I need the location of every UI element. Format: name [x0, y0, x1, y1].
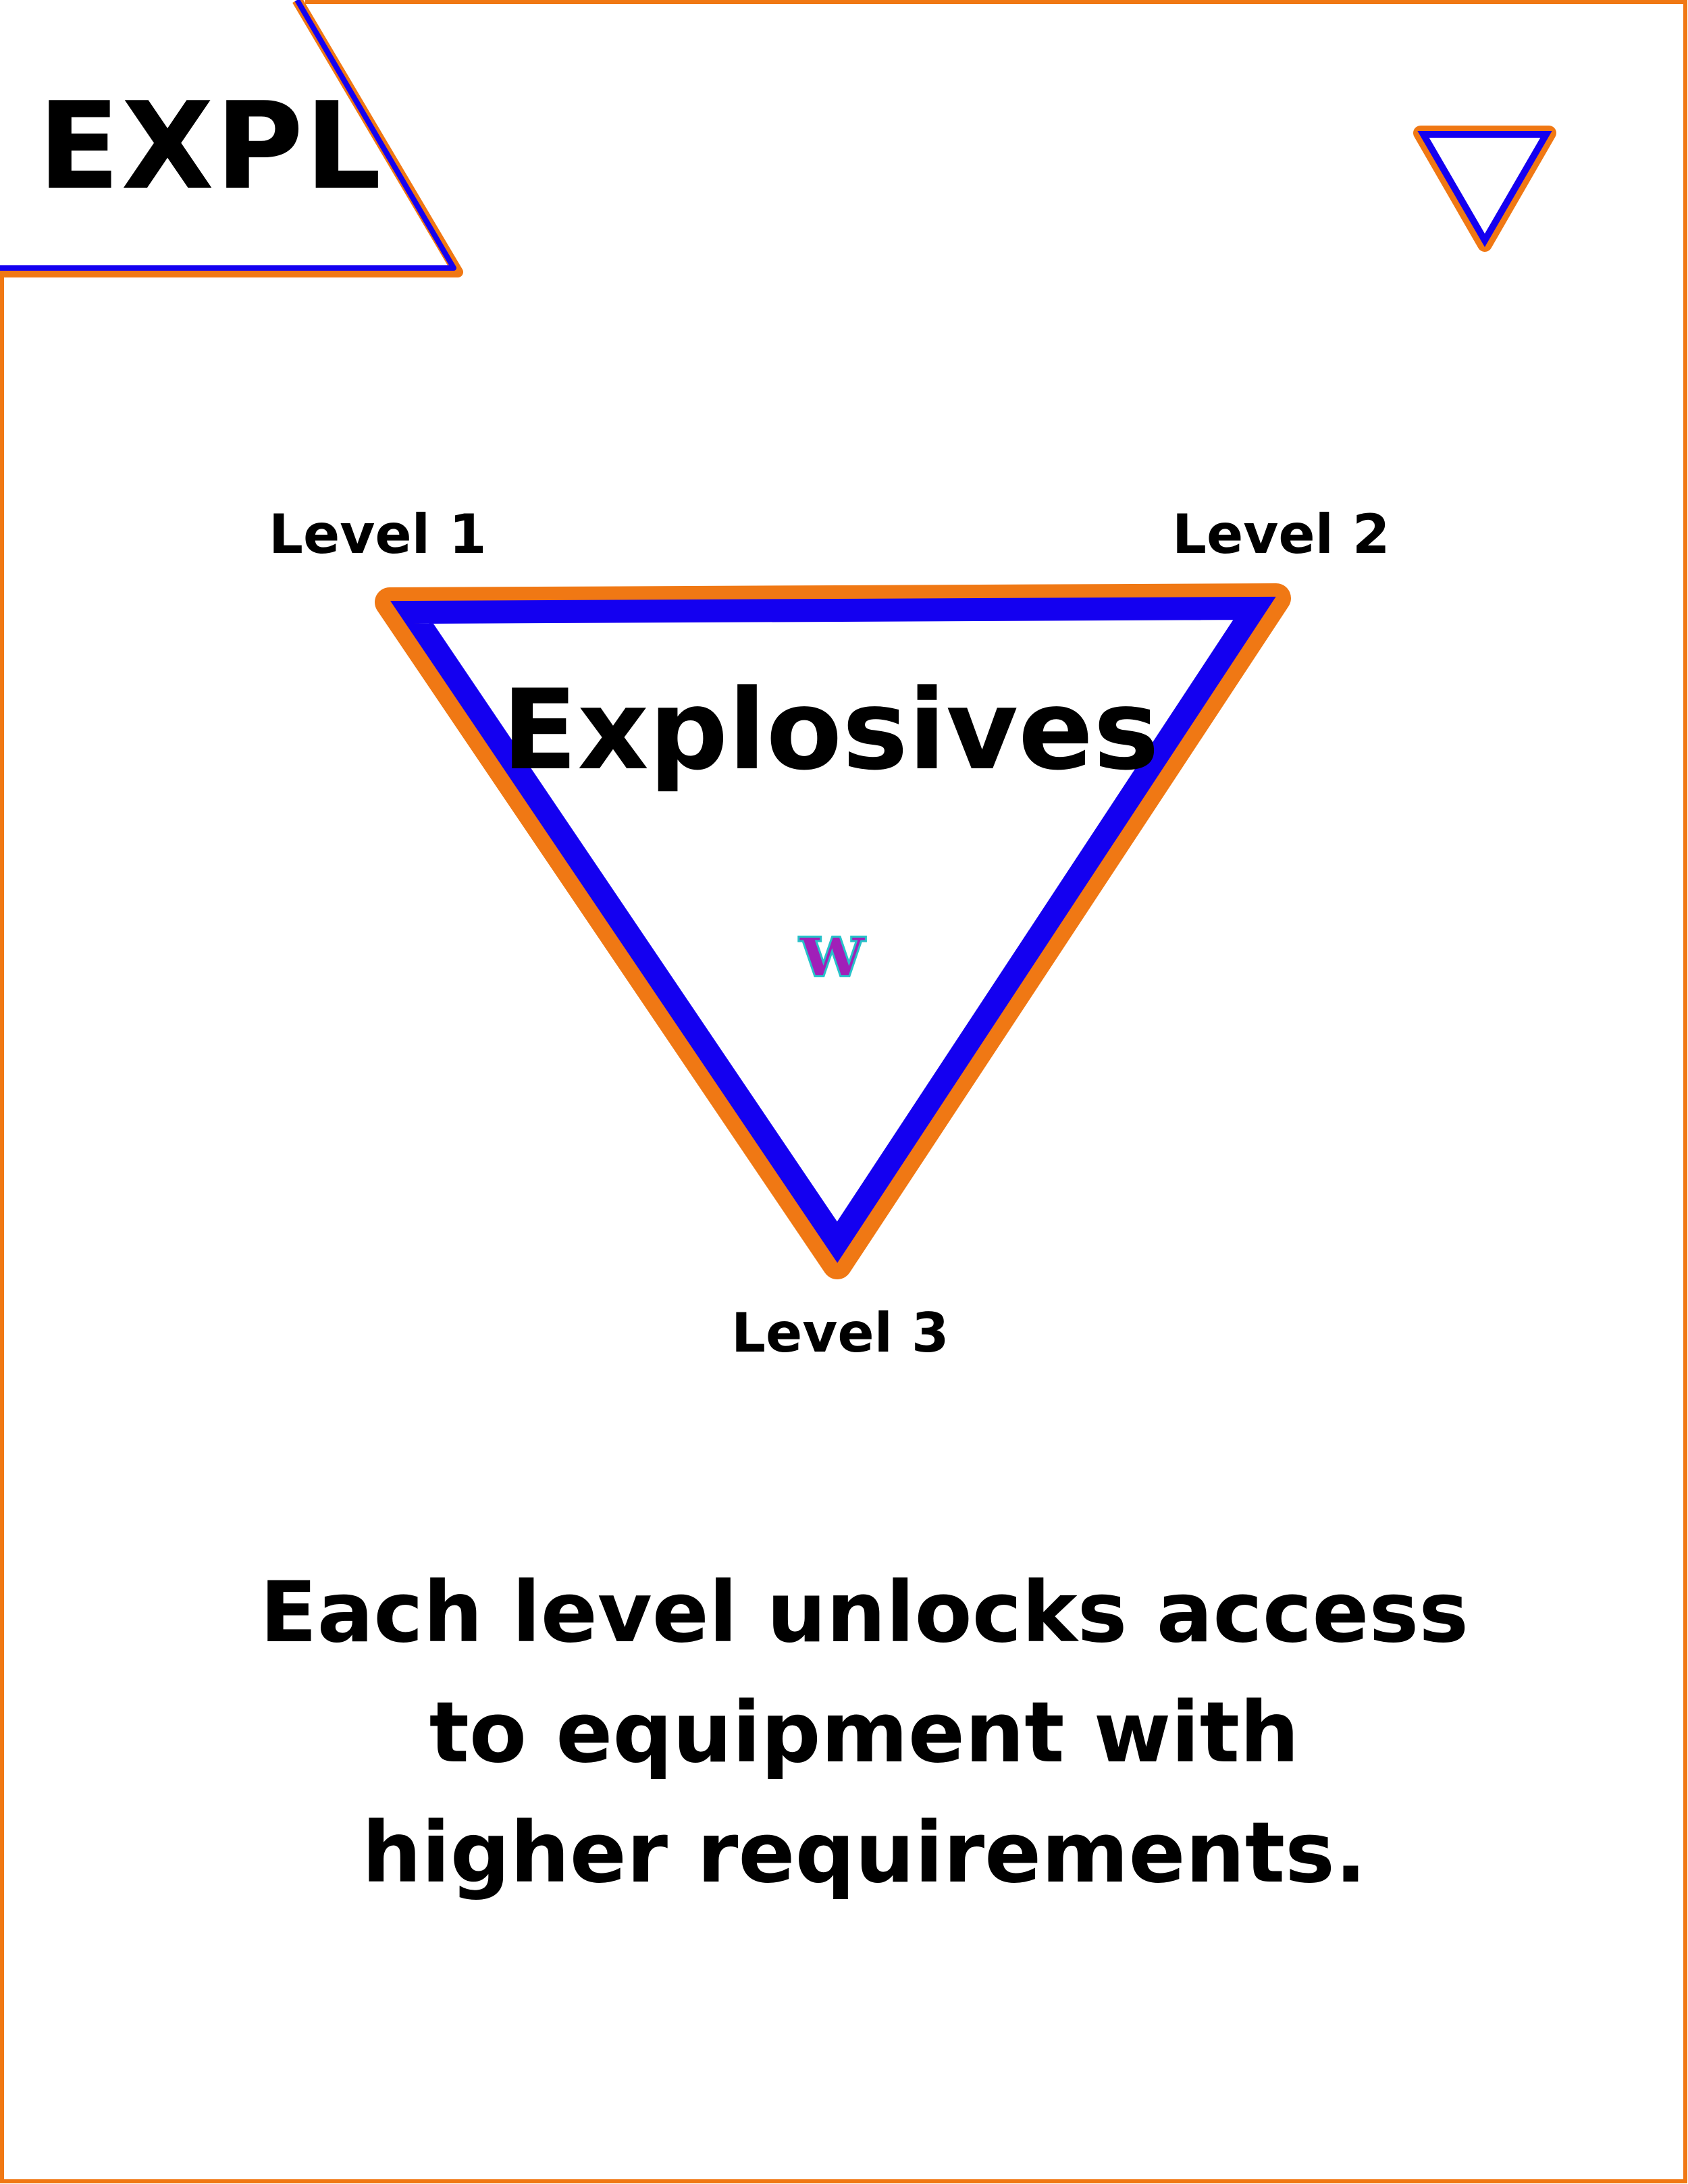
class-name-title: Explosives — [502, 666, 1159, 795]
class-glyph-icon: w — [798, 906, 865, 994]
card-description: Each level unlocks access to equipment w… — [0, 1553, 1688, 1913]
inverted-triangle-icon — [1413, 126, 1556, 252]
corner-tab — [0, 0, 463, 277]
level-2-label: Level 2 — [1172, 503, 1390, 566]
level-3-label: Level 3 — [731, 1302, 949, 1364]
description-line-3: higher requirements. — [361, 1805, 1367, 1902]
level-1-label: Level 1 — [269, 503, 487, 566]
level-triangle — [375, 583, 1291, 1279]
description-line-2: to equipment with — [429, 1684, 1300, 1782]
description-line-1: Each level unlocks access — [259, 1564, 1469, 1661]
corner-code-label: EXPL — [38, 76, 383, 216]
